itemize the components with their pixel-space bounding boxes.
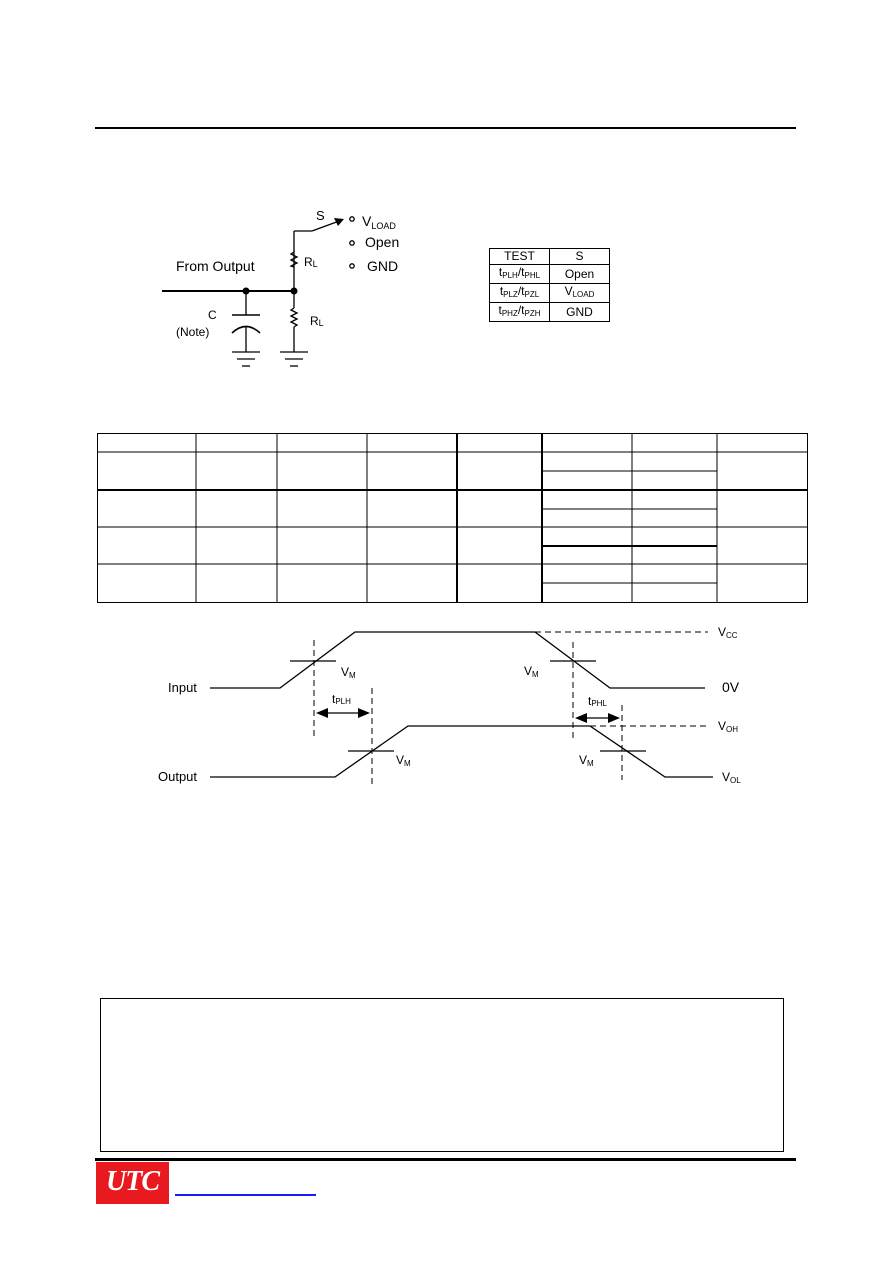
s-cell: VLOAD	[549, 283, 610, 303]
switch-table: TEST S tPLH/tPHL Open tPLZ/tPZL VLOAD tP…	[489, 248, 610, 322]
vol-label: VOL	[722, 770, 741, 785]
rl-bottom-label: RL	[310, 314, 324, 328]
tplh-label: tPLH	[332, 692, 351, 706]
voh-label: VOH	[718, 719, 738, 734]
capacitor-label: C	[208, 308, 217, 322]
table-row: TEST S	[489, 248, 610, 265]
rl-top-label: RL	[304, 255, 318, 269]
vm-label: VM	[396, 753, 411, 768]
note-box	[100, 998, 784, 1152]
header-rule	[95, 127, 796, 129]
table-row: tPLZ/tPZL VLOAD	[489, 283, 610, 303]
footer-rule	[95, 1158, 796, 1161]
open-label: Open	[365, 234, 399, 250]
s-cell: Open	[549, 264, 610, 284]
test-cell: tPHZ/tPZH	[489, 302, 550, 322]
vm-label: VM	[524, 664, 539, 679]
vload-label: VLOAD	[362, 213, 396, 231]
website-link[interactable]	[175, 1194, 316, 1196]
vcc-label: VCC	[718, 625, 738, 640]
tphl-label: tPHL	[588, 694, 607, 708]
table-row: tPHZ/tPZH GND	[489, 302, 610, 322]
capacitor-note: (Note)	[176, 325, 209, 339]
vm-label: VM	[579, 753, 594, 768]
header-test: TEST	[489, 248, 550, 265]
test-cell: tPLH/tPHL	[489, 264, 550, 284]
parameter-grid	[97, 433, 808, 603]
vm-label: VM	[341, 665, 356, 680]
zero-v-label: 0V	[722, 679, 740, 695]
test-circuit-diagram: S VLOAD Open GND From Output RL RL C (No…	[162, 208, 399, 367]
utc-logo: UTC	[96, 1162, 169, 1204]
from-output-label: From Output	[176, 258, 255, 274]
output-label: Output	[158, 769, 197, 784]
test-cell: tPLZ/tPZL	[489, 283, 550, 303]
s-cell: GND	[549, 302, 610, 322]
switch-label: S	[316, 208, 325, 223]
header-s: S	[549, 248, 610, 265]
waveform-diagram: Input Output VCC 0V VOH VOL VM VM VM VM …	[158, 625, 741, 788]
gnd-label: GND	[367, 258, 398, 274]
input-label: Input	[168, 680, 197, 695]
table-row: tPLH/tPHL Open	[489, 264, 610, 284]
